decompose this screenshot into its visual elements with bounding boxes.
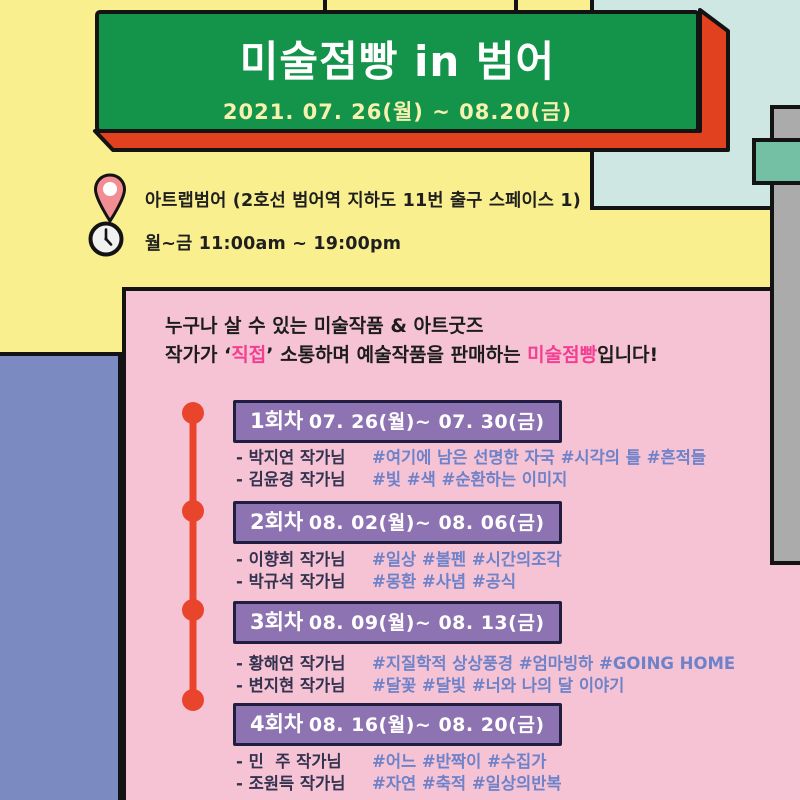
artist-name: - 황해연 작가님: [236, 654, 346, 673]
session-2-artists: - 이향희 작가님 #일상 #볼펜 #시간의조각 - 박규석 작가님 #몽환 #…: [236, 547, 776, 591]
timeline-dot-3: [182, 599, 204, 621]
artist-row: - 조원득 작가님 #자연 #축적 #일상의반복: [236, 771, 776, 793]
background-block-periwinkle: [0, 352, 122, 800]
session-3-header: 3회차 08. 09(월)~ 08. 13(금): [233, 601, 562, 644]
artist-name: - 김윤경 작가님: [236, 470, 346, 489]
timeline-dot-4: [182, 689, 204, 711]
intro-line-2: 작가가 ‘직접’ 소통하며 예술작품을 판매하는 미술점빵입니다!: [165, 344, 659, 366]
artist-hashtags: #어느 #반짝이 #수집가: [372, 752, 547, 771]
artist-row: - 박규석 작가님 #몽환 #사념 #공식: [236, 569, 776, 591]
artist-name: - 박규석 작가님: [236, 572, 346, 591]
title-banner: 미술점빵 in 범어 2021. 07. 26(월) ~ 08.20(금): [95, 10, 700, 133]
artist-name: - 이향희 작가님: [236, 550, 346, 569]
artist-name: - 변지현 작가님: [236, 676, 346, 695]
artist-hashtags: #일상 #볼펜 #시간의조각: [372, 550, 562, 569]
top-divider-line: [323, 0, 327, 14]
timeline-dot-1: [182, 402, 204, 424]
artist-row: - 황해연 작가님 #지질학적 상상풍경 #엄마빙하 #GOING HOME: [236, 651, 776, 673]
banner-3d-shadow: [93, 8, 730, 152]
hours-text: 월~금 11:00am ~ 19:00pm: [145, 234, 402, 254]
intro-line-1: 누구나 살 수 있는 미술작품 & 아트굿즈: [165, 315, 484, 337]
poster-title: 미술점빵 in 범어: [239, 37, 556, 86]
artist-hashtags: #달꽃 #달빛 #너와 나의 달 이야기: [372, 676, 625, 695]
intro-text: 누구나 살 수 있는 미술작품 & 아트굿즈 작가가 ‘직접’ 소통하며 예술작…: [165, 312, 658, 370]
timeline-line: [182, 402, 204, 711]
artist-hashtags: #빛 #색 #순환하는 이미지: [372, 470, 568, 489]
session-3-artists: - 황해연 작가님 #지질학적 상상풍경 #엄마빙하 #GOING HOME -…: [236, 651, 776, 695]
artist-hashtags: #몽환 #사념 #공식: [372, 572, 517, 591]
highlight-misuljeomppang: 미술점빵: [527, 344, 598, 366]
session-4-artists: - 민 주 작가님 #어느 #반짝이 #수집가 - 조원득 작가님 #자연 #축…: [236, 749, 776, 793]
map-pin-icon: [94, 173, 126, 223]
artist-row: - 변지현 작가님 #달꽃 #달빛 #너와 나의 달 이야기: [236, 673, 776, 695]
timeline-dot-2: [182, 500, 204, 522]
artist-row: - 이향희 작가님 #일상 #볼펜 #시간의조각: [236, 547, 776, 569]
top-divider-line: [514, 0, 518, 14]
artist-hashtags: #지질학적 상상풍경 #엄마빙하 #GOING HOME: [372, 654, 736, 673]
session-1-header: 1회차 07. 26(월)~ 07. 30(금): [233, 400, 562, 443]
artist-row: - 김윤경 작가님 #빛 #색 #순환하는 이미지: [236, 467, 776, 489]
session-2-header: 2회차 08. 02(월)~ 08. 06(금): [233, 501, 562, 544]
artist-row: - 박지연 작가님 #여기에 남은 선명한 자국 #시각의 틀 #흔적들: [236, 445, 776, 467]
artist-name: - 조원득 작가님: [236, 774, 346, 793]
artist-name: - 박지연 작가님: [236, 448, 346, 467]
artist-hashtags: #여기에 남은 선명한 자국 #시각의 틀 #흔적들: [372, 448, 707, 467]
artist-hashtags: #자연 #축적 #일상의반복: [372, 774, 562, 793]
crossbar-shape: [752, 138, 800, 185]
artist-row: - 민 주 작가님 #어느 #반짝이 #수집가: [236, 749, 776, 771]
poster-date-range: 2021. 07. 26(월) ~ 08.20(금): [222, 100, 573, 124]
clock-icon: [88, 221, 124, 257]
session-1-artists: - 박지연 작가님 #여기에 남은 선명한 자국 #시각의 틀 #흔적들 - 김…: [236, 445, 776, 489]
session-4-header: 4회차 08. 16(월)~ 08. 20(금): [233, 703, 562, 746]
artist-name: - 민 주 작가님: [236, 752, 342, 771]
highlight-jikjeop: 직접: [231, 344, 267, 366]
location-text: 아트랩범어 (2호선 범어역 지하도 11번 출구 스페이스 1): [145, 191, 581, 211]
